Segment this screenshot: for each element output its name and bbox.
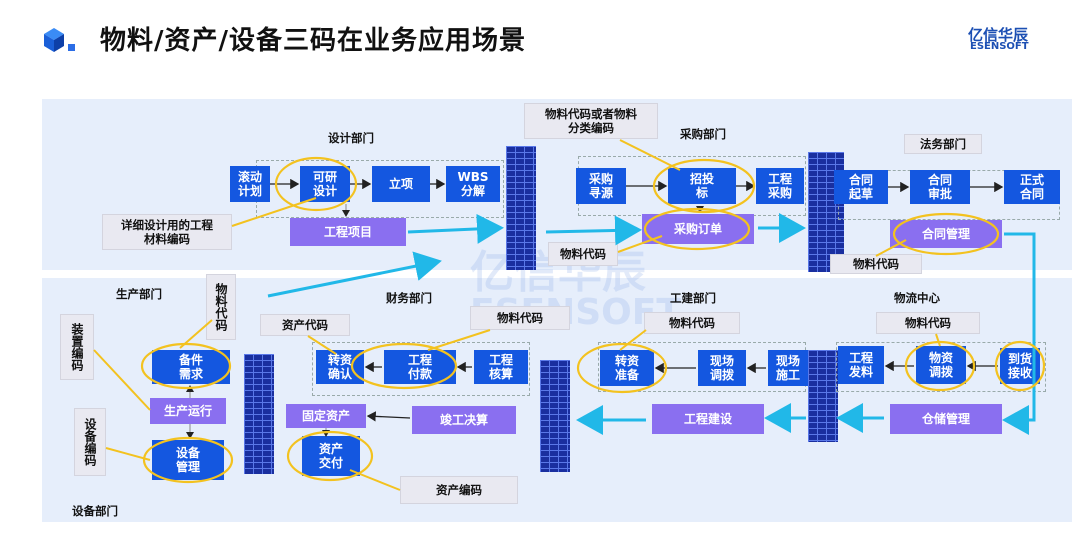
ring-contract-management [892,212,1000,256]
dept-logistics-label: 物流中心 [894,291,940,305]
dept-production-label: 生产部门 [116,287,162,301]
dept-purchase-label: 采购部门 [680,127,726,141]
cyan-wall-to-purchase [545,215,642,246]
flow-finalaccount-to-fixedasset [366,411,411,422]
ring-spare-need [140,342,232,390]
dept-finance-label: 财务部门 [386,291,432,305]
dept-equipment-label: 设备部门 [72,504,118,518]
ring-purchase-order [643,207,751,251]
production-material-code-vertical: 物料代码 [206,274,236,340]
rolling-plan-step[interactable]: 滚动 计划 [230,166,270,202]
finance-asset-number-label: 资产编码 [400,476,518,504]
final-account-node[interactable]: 竣工决算 [412,406,516,434]
ring-bidding [652,158,756,214]
dept-design-label: 设计部门 [328,131,374,145]
link-topnote-to-bidding [619,139,681,171]
production-operation-node[interactable]: 生产运行 [150,398,226,424]
wall-finance-construction [540,360,570,472]
sourcing-step[interactable]: 采购 寻源 [576,168,626,204]
link-materialcode-to-order [617,235,663,253]
material-allocation-step[interactable]: 物资 调拨 [916,346,966,384]
link-legalcode-to-contract [875,239,907,257]
engineering-project-node[interactable]: 工程项目 [290,218,406,246]
link-assetcode-to-confirm [307,335,337,355]
design-material-code-note: 详细设计用的工程 材料编码 [102,214,232,250]
feasibility-design-step[interactable]: 可研 设计 [300,166,350,202]
link-constcode-to-prep [619,329,647,351]
site-allocation-step[interactable]: 现场 调拨 [698,350,746,386]
bidding-step[interactable]: 招投 标 [668,168,736,204]
purchase-top-note: 物料代码或者物料 分类编码 [524,103,658,139]
ring-equip-management [142,436,234,484]
contract-draft-step[interactable]: 合同 起草 [834,170,888,204]
contract-review-step[interactable]: 合同 审批 [910,170,970,204]
fixed-asset-node[interactable]: 固定资产 [286,404,366,428]
page-title: 物料/资产/设备三码在业务应用场景 [100,26,526,56]
dept-legal-label: 法务部门 [904,134,982,154]
site-construction-step[interactable]: 现场 施工 [768,350,808,386]
ring-engineering-payment [350,342,458,390]
link-device-to-operation [93,349,151,411]
link-logcode-to-allocation [935,333,941,347]
link-financecode-to-payment [427,329,491,351]
engineering-construction-node[interactable]: 工程建设 [652,404,764,434]
logo-cube-icon [44,28,75,52]
brand-logo-cn: 亿信华辰 [968,26,1029,44]
ring-feasibility [274,156,358,212]
spare-part-need-step[interactable]: 备件 需求 [152,350,230,384]
legal-material-code-label: 物料代码 [830,254,922,274]
transfer-confirm-step[interactable]: 转资 确认 [316,350,364,384]
engineering-purchase-step[interactable]: 工程 采购 [756,168,804,204]
equipment-code-vertical: 设备编码 [74,408,106,476]
brand-logo-en: ESENSOFT [970,41,1029,52]
finance-material-code-label: 物料代码 [470,306,570,330]
ring-asset-delivery [286,430,374,482]
equipment-management-step[interactable]: 设备 管理 [152,440,224,480]
finance-group-outline [312,342,530,396]
engineering-accounting-step[interactable]: 工程 核算 [474,350,528,384]
engineering-payment-step[interactable]: 工程 付款 [384,350,456,384]
dept-construction-label: 工建部门 [670,291,716,305]
project-approval-step[interactable]: 立项 [372,166,430,202]
wall-construction-logistics [808,350,838,442]
transfer-prep-step[interactable]: 转资 准备 [600,350,654,386]
contract-management-node[interactable]: 合同管理 [890,220,1002,248]
link-note-to-feasibility [231,197,317,227]
cyan-legal-to-logistics [1002,232,1036,435]
cyan-project-to-wall [407,213,504,244]
formal-contract-step[interactable]: 正式 合同 [1004,170,1060,204]
wall-design-purchase [506,146,536,270]
finance-asset-code-label: 资产代码 [260,314,350,336]
wbs-breakdown-step[interactable]: WBS 分解 [446,166,500,202]
construction-material-code-label: 物料代码 [644,312,740,334]
cyan-finance-to-production [267,251,442,298]
warehouse-management-node[interactable]: 仓储管理 [890,404,1002,434]
device-code-vertical: 装置编码 [60,314,94,380]
ring-arrival [994,340,1046,392]
purchase-order-node[interactable]: 采购订单 [642,214,754,244]
ring-transfer-prep [576,342,668,394]
wall-production-finance [244,354,274,474]
link-equipcode-to-mgmt [105,447,151,461]
purchase-material-code-label: 物料代码 [548,242,618,266]
logistics-material-code-label: 物料代码 [876,312,980,334]
ring-material-allocation [904,340,976,392]
engineering-issue-step[interactable]: 工程 发料 [838,346,884,384]
